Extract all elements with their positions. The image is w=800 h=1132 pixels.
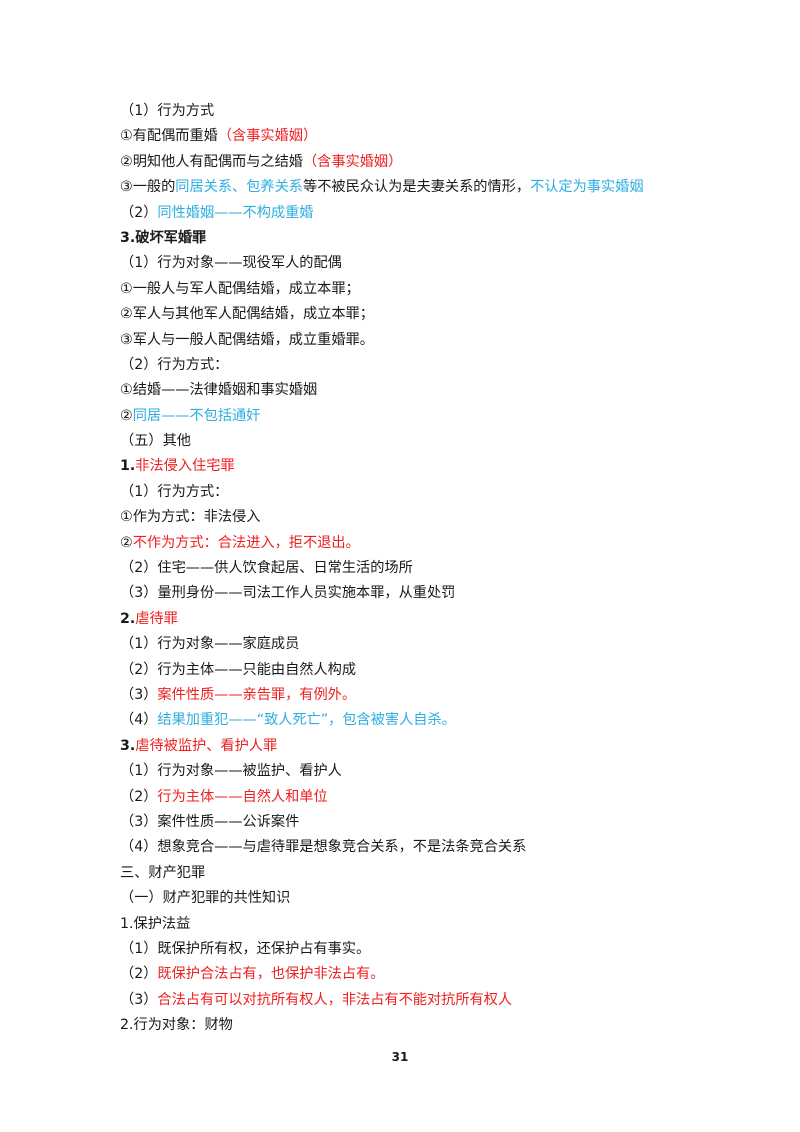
text-segment: ①有配偶而重婚 [120, 128, 218, 145]
text-segment: 行为主体——自然人和单位 [157, 788, 328, 805]
text-segment: （1）行为对象——现役军人的配偶 [120, 255, 342, 272]
text-line: ③军人与一般人配偶结婚，成立重婚罪。 [120, 328, 720, 353]
text-line: （2）行为方式： [120, 353, 720, 378]
text-segment: （4） [120, 712, 158, 729]
text-segment: （1）行为方式： [120, 483, 229, 500]
text-line: ①有配偶而重婚（含事实婚姻） [120, 124, 720, 149]
text-segment: 同居关系、包养关系 [175, 179, 303, 196]
text-segment: 1. [120, 458, 136, 475]
text-segment: （4）想象竞合——与虐待罪是想象竞合关系，不是法条竞合关系 [120, 839, 527, 856]
text-segment: （2） [120, 788, 158, 805]
text-segment: （2）住宅——供人饮食起居、日常生活的场所 [120, 560, 413, 577]
text-line: （2）同性婚姻——不构成重婚 [120, 201, 720, 226]
text-line: 1.保护法益 [120, 912, 720, 937]
text-segment: （1）行为对象——被监护、看护人 [120, 763, 342, 780]
text-line: （2）行为主体——只能由自然人构成 [120, 658, 720, 683]
text-segment: 案件性质——亲告罪，有例外。 [157, 686, 357, 703]
text-line: （2）住宅——供人饮食起居、日常生活的场所 [120, 556, 720, 581]
text-segment: 既保护合法占有，也保护非法占有。 [157, 966, 385, 983]
text-line: ①结婚——法律婚姻和事实婚姻 [120, 378, 720, 403]
text-line: ①作为方式：非法侵入 [120, 505, 720, 530]
text-segment: 不作为方式：合法进入，拒不退出。 [132, 534, 360, 551]
text-segment: ①作为方式：非法侵入 [120, 509, 261, 526]
text-line: （五）其他 [120, 429, 720, 454]
text-line: ②同居——不包括通奸 [120, 404, 720, 429]
text-segment: ③一般的 [120, 179, 176, 196]
text-segment: （1）行为方式 [120, 103, 215, 119]
text-segment: ③军人与一般人配偶结婚，成立重婚罪。 [120, 331, 374, 348]
text-segment: （3）量刑身份——司法工作人员实施本罪，从重处罚 [120, 585, 456, 602]
text-segment: 1.保护法益 [120, 915, 191, 932]
text-line: （1）行为对象——现役军人的配偶 [120, 251, 720, 276]
text-line: ②不作为方式：合法进入，拒不退出。 [120, 531, 720, 556]
text-line: （3）合法占有可以对抗所有权人，非法占有不能对抗所有权人 [120, 988, 720, 1013]
text-segment: 2. [120, 610, 136, 627]
text-line: （一）财产犯罪的共性知识 [120, 886, 720, 911]
text-line: ②军人与其他军人配偶结婚，成立本罪； [120, 302, 720, 327]
text-segment: 虐待被监护、看护人罪 [135, 737, 278, 754]
text-line: （3）量刑身份——司法工作人员实施本罪，从重处罚 [120, 581, 720, 606]
text-segment: ①结婚——法律婚姻和事实婚姻 [120, 382, 318, 399]
text-line: （1）既保护所有权，还保护占有事实。 [120, 937, 720, 962]
text-line: （1）行为方式： [120, 480, 720, 505]
text-line: ②明知他人有配偶而与之结婚（含事实婚姻） [120, 150, 720, 175]
text-segment: ② [120, 534, 133, 551]
text-segment: 虐待罪 [135, 610, 178, 627]
text-line: 1.非法侵入住宅罪 [120, 454, 720, 479]
text-segment: 3. [120, 737, 136, 754]
text-segment: 非法侵入住宅罪 [135, 458, 235, 475]
text-segment: （2）行为主体——只能由自然人构成 [120, 661, 357, 678]
text-segment: 2.行为对象：财物 [120, 1017, 233, 1034]
text-line: （2）行为主体——自然人和单位 [120, 785, 720, 810]
text-segment: （五）其他 [120, 433, 191, 450]
text-line: （3）案件性质——公诉案件 [120, 810, 720, 835]
text-line: （4）想象竞合——与虐待罪是想象竞合关系，不是法条竞合关系 [120, 835, 720, 860]
text-segment: （2） [120, 204, 158, 221]
text-segment: 3.破坏军婚罪 [120, 229, 207, 246]
text-segment: （1）行为对象——家庭成员 [120, 636, 300, 653]
text-line: ①一般人与军人配偶结婚，成立本罪； [120, 277, 720, 302]
text-segment: （2） [120, 966, 158, 983]
text-segment: （含事实婚姻） [217, 128, 318, 145]
text-segment: 同性婚姻——不构成重婚 [157, 204, 314, 221]
text-line: （1）行为对象——家庭成员 [120, 632, 720, 657]
text-segment: ② [120, 407, 133, 424]
text-line: 3.破坏军婚罪 [120, 226, 720, 251]
text-line: 2.行为对象：财物 [120, 1013, 720, 1038]
text-segment: （3）案件性质——公诉案件 [120, 813, 300, 830]
text-segment: （2）行为方式： [120, 356, 229, 373]
page-number: 31 [391, 1050, 409, 1064]
text-segment: （含事实婚姻） [302, 153, 403, 170]
text-line: 2.虐待罪 [120, 607, 720, 632]
text-segment: ①一般人与军人配偶结婚，成立本罪； [120, 280, 360, 297]
text-segment: ②军人与其他军人配偶结婚，成立本罪； [120, 306, 374, 323]
text-segment: （3） [120, 686, 158, 703]
text-segment: 等不被民众认为是夫妻关系的情形， [303, 179, 531, 196]
text-line: 3.虐待被监护、看护人罪 [120, 734, 720, 759]
text-line: （1）行为对象——被监护、看护人 [120, 759, 720, 784]
text-segment: （3） [120, 991, 158, 1008]
text-line: （3）案件性质——亲告罪，有例外。 [120, 683, 720, 708]
text-line: 三、财产犯罪 [120, 861, 720, 886]
text-segment: 不认定为事实婚姻 [530, 179, 644, 196]
text-segment: 结果加重犯——“致人死亡”，包含被害人自杀。 [157, 712, 456, 729]
text-segment: （一）财产犯罪的共性知识 [120, 890, 291, 907]
text-segment: 同居——不包括通奸 [132, 407, 261, 424]
text-line: （1）行为方式 [120, 99, 720, 124]
text-line: （4）结果加重犯——“致人死亡”，包含被害人自杀。 [120, 708, 720, 733]
text-segment: （1）既保护所有权，还保护占有事实。 [120, 940, 371, 957]
text-segment: 三、财产犯罪 [120, 864, 206, 881]
text-line: （2）既保护合法占有，也保护非法占有。 [120, 962, 720, 987]
text-segment: 合法占有可以对抗所有权人，非法占有不能对抗所有权人 [157, 991, 513, 1008]
text-segment: ②明知他人有配偶而与之结婚 [120, 153, 303, 170]
text-line: ③一般的同居关系、包养关系等不被民众认为是夫妻关系的情形，不认定为事实婚姻 [120, 175, 720, 200]
